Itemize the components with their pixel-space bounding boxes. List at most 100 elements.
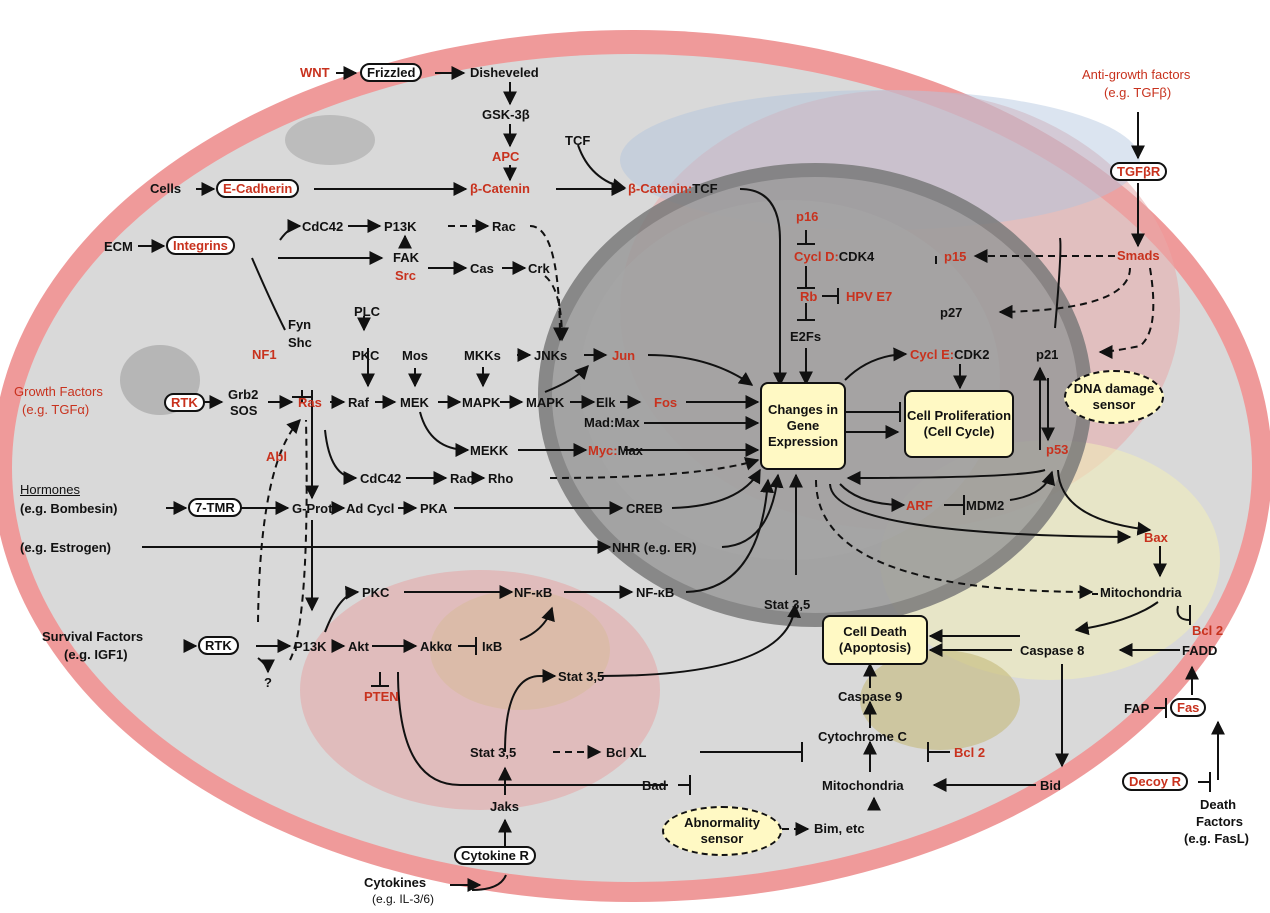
bcl-xl-label: Bcl XL bbox=[606, 745, 647, 760]
anti-growth-factors-label: Anti-growth factors bbox=[1082, 67, 1191, 82]
sos-label: SOS bbox=[230, 403, 258, 418]
abnormality-sensor: Abnormality sensor bbox=[662, 806, 782, 856]
integrins-receptor: Integrins bbox=[166, 236, 235, 255]
frizzled-receptor: Frizzled bbox=[360, 63, 423, 82]
mad-max-label: Mad:Max bbox=[584, 415, 640, 430]
mapk1-label: MAPK bbox=[462, 395, 501, 410]
elk-label: Elk bbox=[596, 395, 616, 410]
myc-part: Myc: bbox=[588, 443, 618, 458]
max-part: Max bbox=[617, 443, 643, 458]
rb-label: Rb bbox=[800, 289, 818, 304]
fap-label: FAP bbox=[1124, 701, 1150, 716]
organelle-top bbox=[285, 115, 375, 165]
tcf-part: TCF bbox=[692, 181, 718, 196]
gene-expression-box: Changes in Gene Expression bbox=[760, 382, 846, 470]
cdk4-part: CDK4 bbox=[838, 249, 875, 264]
growth-factors-label: Growth Factors bbox=[14, 384, 103, 399]
cycl-e-cdk2-label: Cycl E:CDK2 bbox=[910, 348, 989, 361]
pkc-mid-label: PKC bbox=[352, 348, 380, 363]
death-factors-label-2: Factors bbox=[1196, 814, 1243, 829]
grb2-label: Grb2 bbox=[228, 387, 259, 402]
jun-label: Jun bbox=[612, 348, 636, 363]
cytoplasm-pink-low bbox=[300, 570, 660, 810]
cytokine-r-receptor: Cytokine R bbox=[454, 846, 536, 865]
cdc42-top-label: CdC42 bbox=[302, 219, 344, 234]
plc-label: PLC bbox=[354, 304, 380, 319]
p15-label: p15 bbox=[944, 249, 967, 264]
mek-label: MEK bbox=[400, 395, 429, 410]
p13k-low-label: P13K bbox=[294, 639, 327, 654]
arf-label: ARF bbox=[906, 498, 933, 513]
cycl-d-cdk4-label: Cycl D:CDK4 bbox=[794, 250, 874, 263]
rtk-low-receptor: RTK bbox=[198, 636, 239, 655]
pka-label: PKA bbox=[420, 501, 448, 516]
dna-damage-sensor: DNA damage sensor bbox=[1064, 370, 1164, 424]
ikb-label: IκB bbox=[482, 639, 503, 654]
survival-factors-label: Survival Factors bbox=[42, 629, 144, 644]
disheveled-label: Disheveled bbox=[470, 65, 539, 80]
wnt-label: WNT bbox=[300, 65, 330, 80]
rtk-left-receptor: RTK bbox=[164, 393, 205, 412]
cell-proliferation-box: Cell Proliferation (Cell Cycle) bbox=[904, 390, 1014, 458]
mapk2-label: MAPK bbox=[526, 395, 565, 410]
p21-label: p21 bbox=[1036, 347, 1059, 362]
cas-label: Cas bbox=[470, 261, 494, 276]
survival-factors-example: (e.g. IGF1) bbox=[64, 647, 128, 662]
akka-label: Akkα bbox=[420, 639, 452, 654]
hormones-label: Hormones bbox=[20, 482, 80, 497]
crk-label: Crk bbox=[528, 261, 550, 276]
mitochondria-bottom-label: Mitochondria bbox=[822, 778, 904, 793]
tcf-top-label: TCF bbox=[565, 133, 591, 148]
fyn-label: Fyn bbox=[288, 317, 312, 332]
abl-label: Abl bbox=[266, 449, 287, 464]
cdk2-part: CDK2 bbox=[954, 347, 990, 362]
e-cadherin-receptor: E-Cadherin bbox=[216, 179, 300, 198]
e2fs-label: E2Fs bbox=[790, 329, 822, 344]
death-factors-label-1: Death bbox=[1200, 797, 1237, 812]
cell-death-box: Cell Death (Apoptosis) bbox=[822, 615, 928, 665]
jnks-label: JNKs bbox=[534, 348, 568, 363]
apc-label: APC bbox=[492, 149, 520, 164]
cytokines-example: (e.g. IL-3/6) bbox=[372, 892, 435, 906]
p13k-top-label: P13K bbox=[384, 219, 417, 234]
mekk-label: MEKK bbox=[470, 443, 509, 458]
cdc42-bottom-label: CdC42 bbox=[360, 471, 402, 486]
stat-left-label: Stat 3,5 bbox=[558, 669, 605, 684]
mos-label: Mos bbox=[402, 348, 428, 363]
mdm2-label: MDM2 bbox=[966, 498, 1005, 513]
rac-top-label: Rac bbox=[492, 219, 516, 234]
death-factors-example: (e.g. FasL) bbox=[1184, 831, 1250, 846]
caspase9-label: Caspase 9 bbox=[838, 689, 903, 704]
hpv-e7-label: HPV E7 bbox=[846, 289, 893, 304]
cycl-e-part: Cycl E: bbox=[910, 347, 955, 362]
estrogen-label: (e.g. Estrogen) bbox=[20, 540, 112, 555]
mkks-label: MKKs bbox=[464, 348, 501, 363]
myc-max-label: Myc:Max bbox=[588, 444, 643, 457]
cells-label: Cells bbox=[150, 181, 182, 196]
p53-label: p53 bbox=[1046, 442, 1069, 457]
beta-catenin-label: β-Catenin bbox=[470, 181, 530, 196]
tgfbr-receptor: TGFβR bbox=[1110, 162, 1168, 181]
raf-label: Raf bbox=[348, 395, 369, 410]
bim-label: Bim, etc bbox=[814, 821, 865, 836]
stat-bottom-label: Stat 3,5 bbox=[470, 745, 517, 760]
cytochrome-c-label: Cytochrome C bbox=[818, 729, 907, 744]
g-prot-label: G-Prot bbox=[292, 501, 333, 516]
anti-growth-example: (e.g. TGFβ) bbox=[1104, 85, 1172, 100]
beta-catenin-part: β-Catenin: bbox=[628, 181, 693, 196]
pkc-low-label: PKC bbox=[362, 585, 390, 600]
nhr-label: NHR (e.g. ER) bbox=[612, 540, 697, 555]
nfkb1-label: NF-κB bbox=[514, 585, 553, 600]
nf1-label: NF1 bbox=[252, 347, 277, 362]
shc-label: Shc bbox=[288, 335, 312, 350]
beta-catenin-tcf-label: β-Catenin:TCF bbox=[628, 182, 718, 195]
bombesin-label: (e.g. Bombesin) bbox=[20, 501, 118, 516]
fas-receptor: Fas bbox=[1170, 698, 1207, 717]
cycl-d-part: Cycl D: bbox=[794, 249, 839, 264]
fak-label: FAK bbox=[393, 250, 419, 265]
bid-label: Bid bbox=[1040, 778, 1061, 793]
ecm-label: ECM bbox=[104, 239, 133, 254]
cytoplasm-olive-region bbox=[860, 650, 1020, 750]
ad-cycl-label: Ad Cycl bbox=[346, 501, 395, 516]
nfkb2-label: NF-κB bbox=[636, 585, 675, 600]
